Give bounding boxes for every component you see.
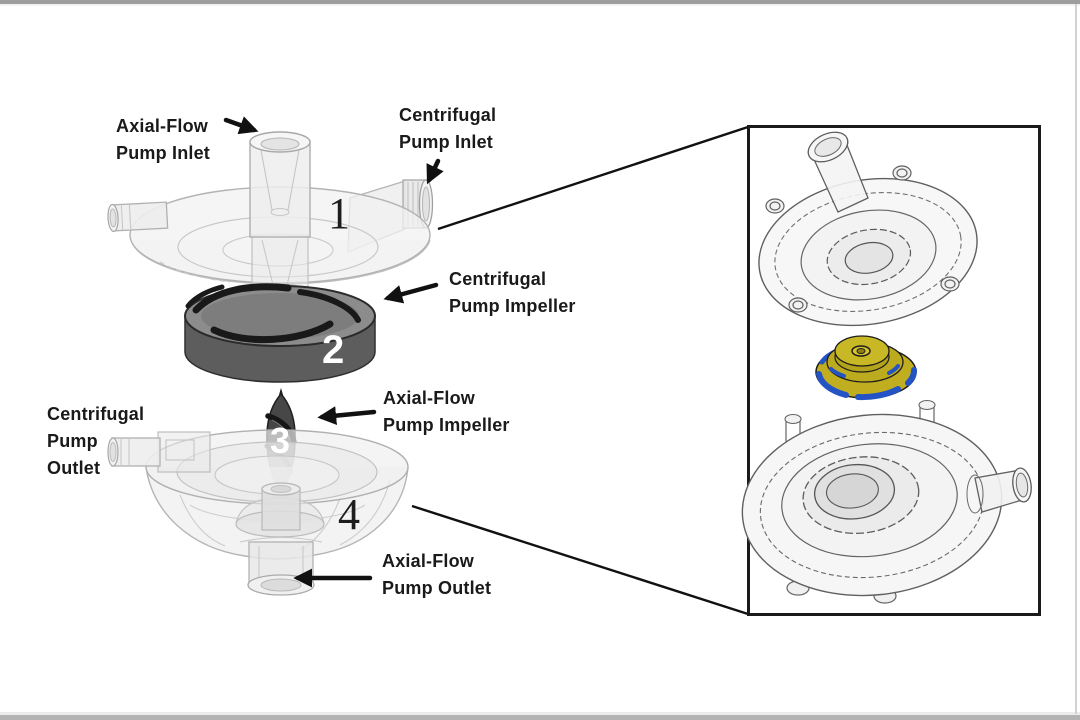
top-border-bar [0,0,1080,4]
bottom-border-bar [0,715,1080,720]
label-centrifugal-pump-impeller: Centrifugal Pump Impeller [449,269,576,316]
arrow-axial-inlet [223,116,259,135]
inset-housing-top-drawing [758,131,978,327]
label-axial-flow-pump-outlet: Axial-Flow Pump Outlet [382,551,492,598]
arrow-centrifugal-impeller [383,282,439,304]
part-number-1: 1 [328,189,350,238]
part-number-3: 3 [270,420,291,461]
arrow-centrifugal-inlet [426,158,444,185]
label-axial-flow-pump-impeller: Axial-Flow Pump Impeller [383,388,510,435]
centrifugal-impeller-drawing [184,283,376,383]
inset-impeller-drawing [815,335,917,401]
label-centrifugal-pump-outlet: Centrifugal Pump Outlet [47,404,145,478]
housing-top-drawing [107,131,434,303]
label-axial-flow-pump-inlet: Axial-Flow Pump Inlet [116,116,211,163]
bottom-border-highlight [0,712,1080,715]
part-number-4: 4 [338,490,360,539]
callout-line-bottom [411,504,749,616]
annotation-arrows [223,116,444,588]
right-border-line [1075,4,1077,714]
inset-callout-lines [411,125,749,616]
top-border-highlight [0,4,1080,6]
housing-bottom-drawing [107,429,409,596]
arrow-axial-impeller [317,406,377,426]
part-number-2: 2 [322,328,345,372]
inset-housing-bottom-drawing [741,399,1032,604]
label-centrifugal-pump-inlet: Centrifugal Pump Inlet [399,105,497,152]
callout-line-top [437,125,749,231]
